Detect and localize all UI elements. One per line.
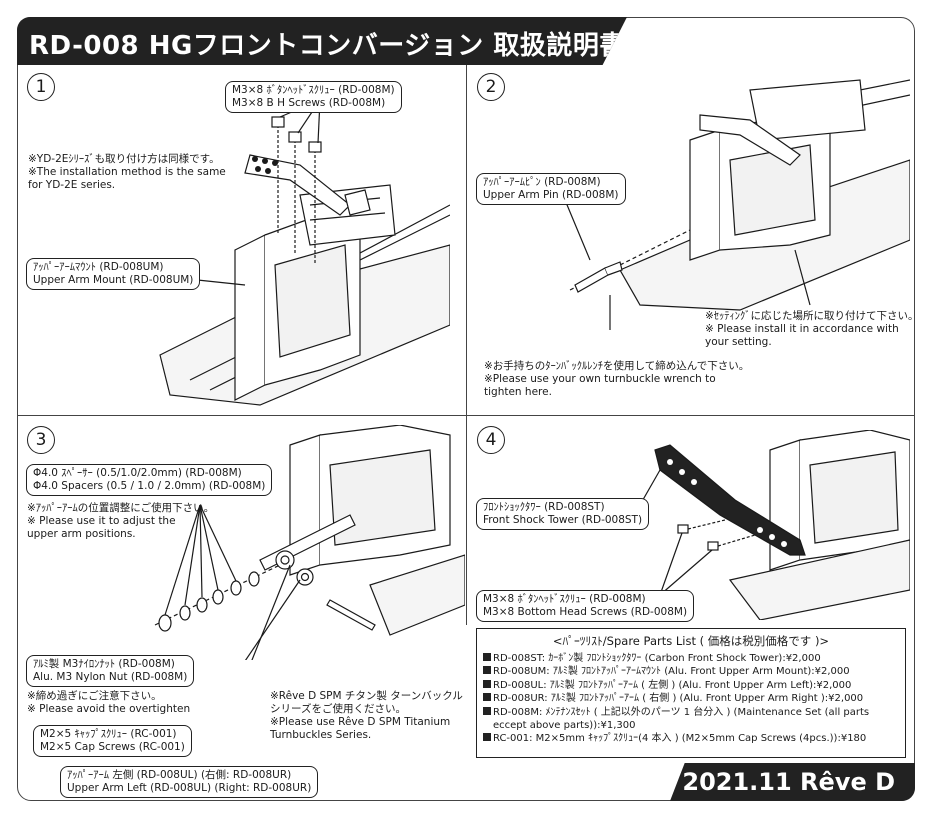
step2-wrench-note: ※お手持ちのﾀｰﾝﾊﾞｯｸﾙﾚﾝﾁを使用して締め込んで下さい。 ※Please … <box>484 360 749 399</box>
step3-diagram <box>154 425 465 660</box>
note-line: ※ Please avoid the overtighten <box>27 703 191 715</box>
bullet-square-icon <box>483 733 491 742</box>
step1-number: 1 <box>27 73 55 101</box>
note-line: ※ Please install it in accordance with <box>705 323 899 335</box>
list-item-text: RD-008UM: ｱﾙﾐ製 ﾌﾛﾝﾄｱｯﾊﾟｰｱｰﾑﾏｳﾝﾄ (Alu. Fr… <box>493 666 850 678</box>
note-line: Turnbuckles Series. <box>270 729 372 741</box>
callout-line-jp: ｱｯﾊﾟｰｱｰﾑﾋﾟﾝ (RD-008M) <box>483 176 601 188</box>
bullet-square-icon <box>483 679 491 688</box>
note-line: ※The installation method is the same <box>28 166 226 178</box>
page-title: RD-008 HGフロントコンバージョン 取扱説明書 <box>29 31 626 61</box>
callout-line-en: Upper Arm Mount (RD-008UM) <box>33 274 194 286</box>
callout-line-jp: ｱｯﾊﾟｰｱｰﾑ 左側 (RD-008UL) (右側: RD-008UR) <box>67 769 292 781</box>
callout-line-en: Upper Arm Pin (RD-008M) <box>483 189 619 201</box>
list-item-continuation: eccept above parts)):¥1,300 <box>493 720 636 732</box>
list-item-text: RD-008M: ﾒﾝﾃﾅﾝｽｾｯﾄ ( 上記以外のパーツ 1 台分入 ) (M… <box>493 706 870 718</box>
bullet-square-icon <box>483 666 491 675</box>
note-line: シリーズをご使用ください。 <box>270 703 406 715</box>
list-item-text: RD-008UR: ｱﾙﾐ製 ﾌﾛﾝﾄｱｯﾊﾟｰｱｰﾑ ( 右側 ) (Alu.… <box>493 693 864 705</box>
callout-line-jp: M3×8 ﾎﾞﾀﾝﾍｯﾄﾞｽｸﾘｭｰ (RD-008M) <box>483 593 646 605</box>
step3-spm-note: ※Rêve D SPM チタン製 ターンバックル シリーズをご使用ください。 ※… <box>270 690 463 742</box>
step4-tower-callout: ﾌﾛﾝﾄｼｮｯｸﾀﾜｰ (RD-008ST) Front Shock Tower… <box>476 498 650 530</box>
step1-yd2e-note: ※YD-2Eｼﾘｰｽﾞも取り付け方は同様です。 ※The installatio… <box>28 153 226 192</box>
note-line: ※ Please use it to adjust the <box>27 515 176 527</box>
note-line: ※Please use your own turnbuckle wrench t… <box>484 373 716 385</box>
callout-line-jp: ﾌﾛﾝﾄｼｮｯｸﾀﾜｰ (RD-008ST) <box>483 501 605 513</box>
note-line: for YD-2E series. <box>28 179 116 191</box>
callout-line-en: M2×5 Cap Screws (RC-001) <box>40 741 185 753</box>
step3-cap-callout: M2×5 ｷｬｯﾌﾟｽｸﾘｭｰ (RC-001) M2×5 Cap Screws… <box>33 725 192 757</box>
step4-diagram <box>640 430 910 620</box>
step3-arm-callout: ｱｯﾊﾟｰｱｰﾑ 左側 (RD-008UL) (右側: RD-008UR) Up… <box>60 766 319 798</box>
title-bar: RD-008 HGフロントコンバージョン 取扱説明書 <box>17 17 627 65</box>
list-item: RD-008ST: ｶｰﾎﾞﾝ製 ﾌﾛﾝﾄｼｮｯｸﾀﾜｰ (Carbon Fro… <box>483 652 899 665</box>
footer-date-brand: 2021.11 Rêve D <box>682 768 895 796</box>
note-line: ※Please use Rêve D SPM Titanium <box>270 716 451 728</box>
callout-line-en: Upper Arm Left (RD-008UL) (Right: RD-008… <box>67 782 312 794</box>
callout-line-jp: ｱﾙﾐ製 M3ﾅｲﾛﾝﾅｯﾄ (RD-008M) <box>33 658 175 670</box>
parts-list-title: <ﾊﾟｰﾂﾘｽﾄ/Spare Parts List ( 価格は税別価格です )> <box>552 634 830 648</box>
callout-line-en: Alu. M3 Nylon Nut (RD-008M) <box>33 671 188 683</box>
bullet-square-icon <box>483 653 491 661</box>
list-item: RD-008UL: ｱﾙﾐ製 ﾌﾛﾝﾄｱｯﾊﾟｰｱｰﾑ ( 左側 ) (Alu.… <box>483 679 899 692</box>
note-line: ※ｱｯﾊﾟｰｱｰﾑの位置調整にご使用下さい。 <box>27 502 215 514</box>
list-item: RD-008M: ﾒﾝﾃﾅﾝｽｾｯﾄ ( 上記以外のパーツ 1 台分入 ) (M… <box>483 706 899 719</box>
bullet-square-icon <box>483 693 491 702</box>
step3-spacer-callout: Φ4.0 ｽﾍﾟｰｻｰ (0.5/1.0/2.0mm) (RD-008M) Φ4… <box>26 464 273 496</box>
callout-line-en: M3×8 Bottom Head Screws (RD-008M) <box>483 606 688 618</box>
step4-number: 4 <box>477 426 505 454</box>
list-item: RD-008UM: ｱﾙﾐ製 ﾌﾛﾝﾄｱｯﾊﾟｰｱｰﾑﾏｳﾝﾄ (Alu. Fr… <box>483 665 899 678</box>
spare-parts-list: <ﾊﾟｰﾂﾘｽﾄ/Spare Parts List ( 価格は税別価格です )>… <box>476 628 906 758</box>
step3-number: 3 <box>27 426 55 454</box>
callout-line-jp: M2×5 ｷｬｯﾌﾟｽｸﾘｭｰ (RC-001) <box>40 728 177 740</box>
list-item-text: RC-001: M2×5mm ｷｬｯﾌﾟｽｸﾘｭｰ(4 本入 ) (M2×5mm… <box>493 733 867 745</box>
note-line: ※締め過ぎにご注意下さい。 <box>27 690 162 702</box>
bullet-square-icon <box>483 706 491 715</box>
step4-bh-callout: M3×8 ﾎﾞﾀﾝﾍｯﾄﾞｽｸﾘｭｰ (RD-008M) M3×8 Bottom… <box>476 590 695 622</box>
step2-number: 2 <box>477 73 505 101</box>
step2-diagram <box>564 79 910 330</box>
note-line: ※ｾｯﾃｨﾝｸﾞに応じた場所に取り付けて下さい。 <box>705 310 919 322</box>
note-line: ※YD-2Eｼﾘｰｽﾞも取り付け方は同様です。 <box>28 153 220 165</box>
step1-screws-callout: M3×8 ﾎﾞﾀﾝﾍｯﾄﾞｽｸﾘｭｰ (RD-008M) M3×8 B H Sc… <box>225 81 402 113</box>
note-line: tighten here. <box>484 386 552 398</box>
callout-line-en: Φ4.0 Spacers (0.5 / 1.0 / 2.0mm) (RD-008… <box>33 480 266 492</box>
callout-line-jp: M3×8 ﾎﾞﾀﾝﾍｯﾄﾞｽｸﾘｭｰ (RD-008M) <box>232 84 395 96</box>
callout-line-en: M3×8 B H Screws (RD-008M) <box>232 97 386 109</box>
list-item-text: RD-008UL: ｱﾙﾐ製 ﾌﾛﾝﾄｱｯﾊﾟｰｱｰﾑ ( 左側 ) (Alu.… <box>493 679 852 691</box>
list-item: RD-008UR: ｱﾙﾐ製 ﾌﾛﾝﾄｱｯﾊﾟｰｱｰﾑ ( 右側 ) (Alu.… <box>483 692 899 705</box>
step1-diagram <box>150 99 450 406</box>
step1-mount-callout: ｱｯﾊﾟｰｱｰﾑﾏｳﾝﾄ (RD-008UM) Upper Arm Mount … <box>26 258 201 290</box>
note-line: your setting. <box>705 336 772 348</box>
step3-adjust-note: ※ｱｯﾊﾟｰｱｰﾑの位置調整にご使用下さい。 ※ Please use it t… <box>27 502 214 541</box>
step2-setting-note: ※ｾｯﾃｨﾝｸﾞに応じた場所に取り付けて下さい。 ※ Please instal… <box>705 310 919 349</box>
step3-tighten-note: ※締め過ぎにご注意下さい。 ※ Please avoid the overtig… <box>27 690 190 716</box>
divider-vertical-top <box>466 65 467 415</box>
callout-line-jp: Φ4.0 ｽﾍﾟｰｻｰ (0.5/1.0/2.0mm) (RD-008M) <box>33 467 242 479</box>
note-line: upper arm positions. <box>27 528 136 540</box>
list-item: RC-001: M2×5mm ｷｬｯﾌﾟｽｸﾘｭｰ(4 本入 ) (M2×5mm… <box>483 732 899 745</box>
divider-vertical-bottom <box>466 415 467 625</box>
step2-pin-callout: ｱｯﾊﾟｰｱｰﾑﾋﾟﾝ (RD-008M) Upper Arm Pin (RD-… <box>476 173 626 205</box>
note-line: ※Rêve D SPM チタン製 ターンバックル <box>270 690 463 702</box>
step3-nut-callout: ｱﾙﾐ製 M3ﾅｲﾛﾝﾅｯﾄ (RD-008M) Alu. M3 Nylon N… <box>26 655 195 687</box>
callout-line-jp: ｱｯﾊﾟｰｱｰﾑﾏｳﾝﾄ (RD-008UM) <box>33 261 164 273</box>
list-item-text: RD-008ST: ｶｰﾎﾞﾝ製 ﾌﾛﾝﾄｼｮｯｸﾀﾜｰ (Carbon Fro… <box>493 653 821 664</box>
note-line: ※お手持ちのﾀｰﾝﾊﾞｯｸﾙﾚﾝﾁを使用して締め込んで下さい。 <box>484 360 750 372</box>
callout-line-en: Front Shock Tower (RD-008ST) <box>483 514 643 526</box>
footer-bar: 2021.11 Rêve D <box>670 763 915 801</box>
